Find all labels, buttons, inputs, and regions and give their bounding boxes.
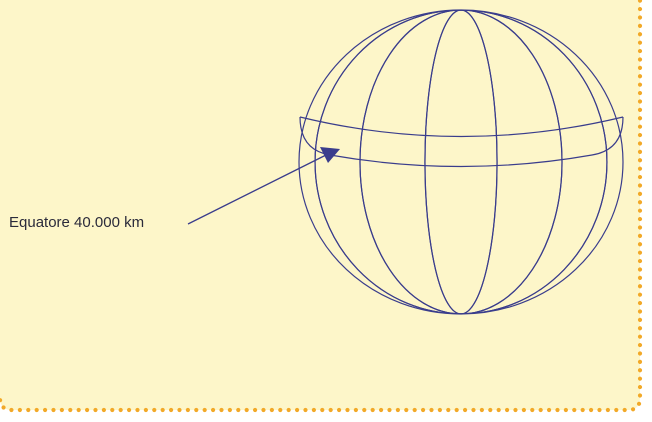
meridian-line xyxy=(314,10,608,314)
equator-front-line xyxy=(299,116,624,168)
arrowhead-icon xyxy=(320,147,340,163)
equator-label: Equatore 40.000 km xyxy=(9,214,145,231)
meridian-line xyxy=(424,10,498,314)
globe-outline xyxy=(298,9,624,315)
meridian-line xyxy=(359,10,563,314)
panel-border xyxy=(0,0,643,413)
panel-background xyxy=(0,0,640,410)
equator-pointer xyxy=(187,147,340,225)
meridian-lines xyxy=(314,10,608,314)
equator-back-line xyxy=(299,116,624,138)
pointer-line xyxy=(187,154,327,225)
globe xyxy=(298,9,624,315)
